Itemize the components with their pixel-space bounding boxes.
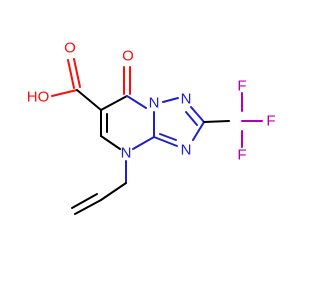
bond-n3-c3a: [153, 136, 178, 147]
hydroxyl-label: HO: [27, 89, 50, 106]
bond-cooh-c: [76, 89, 102, 111]
molecule-structure: O O HO N N N N F F F: [27, 40, 276, 215]
bond-c7-n1: [126, 95, 147, 109]
bond-c6-c7: [100, 95, 128, 111]
bond-n4-c5: [100, 135, 121, 150]
fluorine-bottom-label: F: [237, 147, 246, 164]
bond-c2-cf3: [203, 120, 230, 123]
bond-n3-c3a-inner: [159, 133, 177, 141]
bond-ch-ch2-double-1: [74, 199, 102, 215]
carboxyl-oxygen-label: O: [64, 40, 76, 57]
bonds: [51, 58, 263, 215]
bond-n2-c2-inner: [185, 111, 198, 126]
fluorine-right-label: F: [266, 113, 275, 130]
bond-ch-ch2-double-2: [71, 193, 98, 209]
ring-nitrogen-right-label: N: [181, 142, 192, 159]
bond-c-o-double-1: [67, 59, 75, 89]
bond-n2-c2: [190, 106, 205, 123]
bond-c-ho: [51, 89, 78, 97]
carbonyl-oxygen-label: O: [122, 48, 134, 65]
bond-n1-n2: [162, 97, 179, 103]
ring-nitrogen-top-label: N: [149, 95, 160, 112]
bond-c-o-double-2: [73, 58, 81, 88]
fluorine-top-label: F: [237, 78, 246, 95]
bond-ch2-ch: [100, 182, 127, 201]
ring-nitrogen-bottom-label: N: [121, 145, 132, 162]
atom-labels: O O HO N N N N F F F: [27, 40, 276, 164]
bond-c3a-n4: [132, 136, 155, 150]
bond-c2-n3: [192, 121, 205, 141]
ring-nitrogen-top-right-label: N: [181, 91, 192, 108]
